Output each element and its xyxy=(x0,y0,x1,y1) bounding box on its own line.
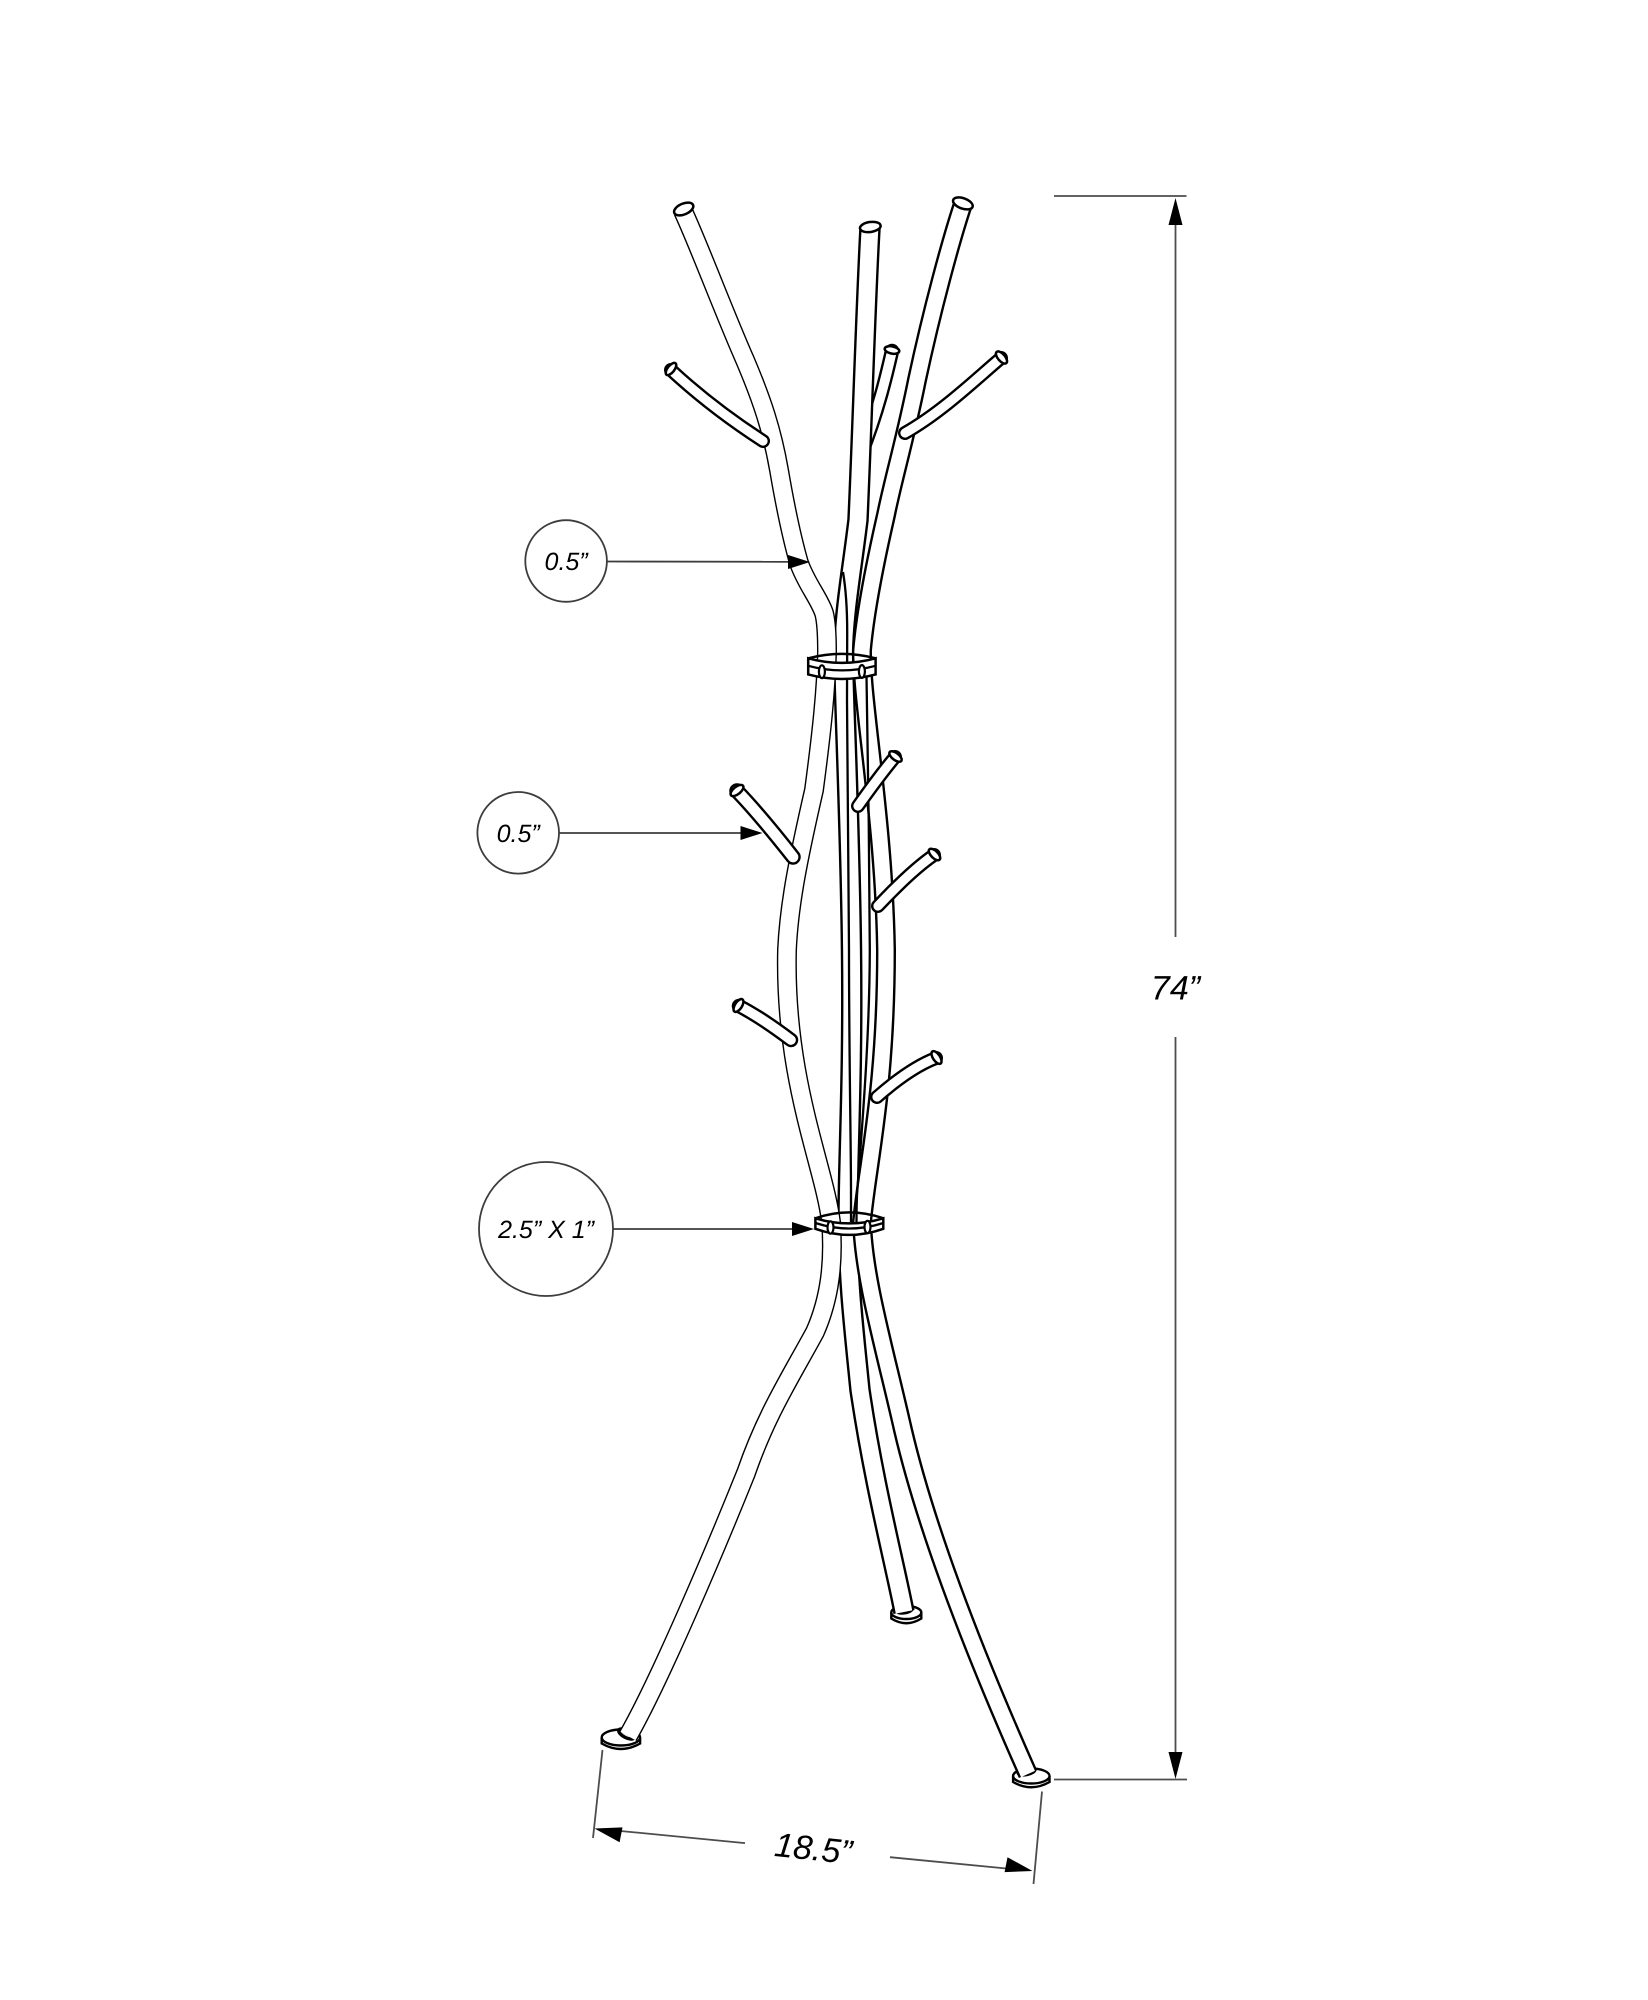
svg-text:0.5”: 0.5” xyxy=(545,548,590,576)
svg-text:74”: 74” xyxy=(1151,970,1202,1008)
svg-text:2.5” X 1”: 2.5” X 1” xyxy=(497,1216,596,1244)
svg-text:18.5”: 18.5” xyxy=(773,1826,856,1872)
svg-text:0.5”: 0.5” xyxy=(497,820,542,848)
